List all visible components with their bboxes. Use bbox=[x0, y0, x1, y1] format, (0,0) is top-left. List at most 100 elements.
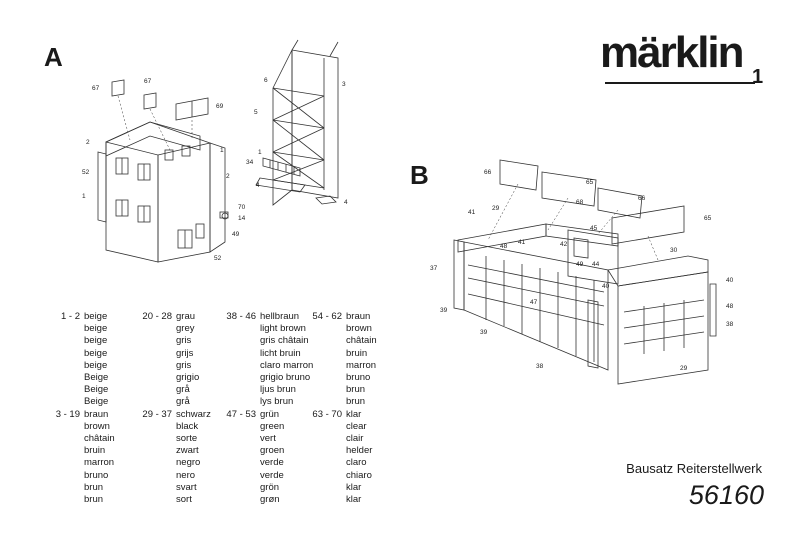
callout-b: 66 bbox=[484, 169, 492, 176]
color-word: green bbox=[260, 420, 285, 432]
section-label-b: B bbox=[410, 160, 429, 190]
color-word: grey bbox=[176, 323, 195, 335]
color-word: Beige bbox=[84, 396, 109, 408]
callout-b: 68 bbox=[576, 199, 584, 206]
color-word: gris châtain bbox=[260, 335, 309, 347]
color-word: brun bbox=[346, 396, 366, 408]
color-word: nero bbox=[176, 469, 196, 481]
color-group: 3 - 19 braun brown châtain bruin marron … bbox=[40, 408, 115, 505]
color-word: sorte bbox=[176, 433, 198, 444]
callout-b: 65 bbox=[586, 179, 594, 186]
color-word: black bbox=[176, 420, 199, 432]
color-word: lys brun bbox=[260, 396, 294, 408]
callout-b: 30 bbox=[670, 247, 678, 254]
color-word: grün bbox=[260, 408, 280, 420]
color-word: beige bbox=[84, 359, 108, 371]
color-word: grau bbox=[176, 311, 196, 322]
color-word: helder bbox=[346, 445, 373, 457]
color-word: light brown bbox=[260, 323, 306, 335]
color-word: marron bbox=[84, 457, 115, 469]
color-word: brun bbox=[84, 494, 104, 506]
callout-a: 6 bbox=[264, 77, 268, 84]
color-group: 38 - 46 hellbraun light brown gris châta… bbox=[214, 311, 313, 407]
callout-a: 2 bbox=[226, 173, 230, 180]
color-word: bruin bbox=[346, 347, 368, 359]
callout-a: 3 bbox=[342, 81, 346, 88]
callout-a: 67 bbox=[92, 85, 100, 92]
callout-a: 67 bbox=[144, 78, 152, 85]
color-word: beige bbox=[84, 335, 108, 347]
color-word: beige bbox=[84, 347, 108, 359]
brand-number: 1 bbox=[752, 66, 764, 88]
callout-a: 1 bbox=[82, 193, 86, 200]
color-word: vert bbox=[260, 433, 276, 444]
callout-b: 47 bbox=[530, 299, 538, 306]
color-word: negro bbox=[176, 457, 201, 469]
callout-labels-b: 66 65 66 65 41 29 68 45 42 48 41 44 49 3… bbox=[430, 169, 734, 372]
color-group: 54 - 62 braun brown châtain bruin marron… bbox=[300, 311, 376, 407]
color-word: chiaro bbox=[346, 469, 372, 481]
color-word: klar bbox=[346, 408, 362, 420]
color-range: 38 - 46 bbox=[226, 311, 256, 322]
color-word: hellbraun bbox=[260, 311, 300, 322]
callout-a: 49 bbox=[232, 231, 240, 238]
callout-a: 4 bbox=[256, 182, 260, 189]
callout-b: 48 bbox=[500, 243, 508, 250]
callout-b: 38 bbox=[726, 321, 734, 328]
color-word: clair bbox=[346, 433, 364, 444]
color-group: 1 - 2 beige beige beige beige beige Beig… bbox=[40, 311, 108, 407]
color-word: ljus brun bbox=[260, 384, 296, 396]
callout-b: 29 bbox=[492, 205, 500, 212]
callout-b: 49 bbox=[576, 261, 584, 268]
color-word: claro marron bbox=[260, 359, 314, 371]
color-word: schwarz bbox=[176, 408, 211, 420]
article-number: 56160 bbox=[688, 480, 764, 510]
color-range: 3 - 19 bbox=[55, 408, 80, 420]
color-word: brun bbox=[84, 481, 104, 493]
color-word: beige bbox=[84, 311, 108, 322]
callout-b: 65 bbox=[704, 215, 712, 222]
color-word: braun bbox=[346, 311, 371, 322]
color-word: clear bbox=[346, 420, 367, 432]
color-word: bruno bbox=[84, 469, 109, 481]
assembly-drawing-a: 67 67 69 6 3 5 2 1 52 1 2 34 1 4 4 70 14… bbox=[82, 39, 348, 263]
color-group: 20 - 28 grau grey gris grijs gris grigio… bbox=[128, 311, 199, 407]
callout-b: 40 bbox=[726, 277, 734, 284]
section-label-a: A bbox=[44, 42, 63, 72]
color-word: Beige bbox=[84, 384, 109, 396]
callout-b: 41 bbox=[468, 209, 476, 216]
color-word: bruno bbox=[346, 372, 371, 384]
color-word: zwart bbox=[176, 445, 199, 457]
callout-a: 52 bbox=[214, 255, 222, 262]
color-range: 29 - 37 bbox=[142, 408, 172, 420]
color-word: brown bbox=[84, 420, 110, 432]
logo-underline bbox=[605, 82, 755, 84]
callout-a: 70 bbox=[238, 204, 246, 211]
color-word: sort bbox=[176, 494, 192, 506]
color-word: braun bbox=[84, 408, 109, 420]
callout-b: 41 bbox=[518, 239, 526, 246]
color-word: svart bbox=[176, 481, 197, 493]
callout-a: 52 bbox=[82, 169, 90, 176]
color-word: grijs bbox=[176, 347, 194, 359]
color-word: klar bbox=[346, 494, 362, 506]
callout-a: 5 bbox=[254, 109, 258, 116]
color-word: grå bbox=[176, 384, 190, 396]
callout-b: 48 bbox=[726, 303, 734, 310]
color-word: châtain bbox=[84, 433, 115, 444]
color-word: beige bbox=[84, 323, 108, 335]
color-word: brun bbox=[346, 384, 366, 396]
color-word: licht bruin bbox=[260, 347, 301, 359]
callout-a: 14 bbox=[238, 215, 246, 222]
callout-a: 34 bbox=[246, 159, 254, 166]
color-range: 47 - 53 bbox=[226, 408, 256, 420]
color-word: Beige bbox=[84, 372, 109, 384]
color-group: 47 - 53 grün green vert groen verde verd… bbox=[214, 408, 284, 505]
color-word: châtain bbox=[346, 335, 377, 347]
color-range: 1 - 2 bbox=[60, 311, 80, 322]
color-group: 29 - 37 schwarz black sorte zwart negro … bbox=[128, 408, 210, 505]
kit-title: Bausatz Reiterstellwerk bbox=[626, 461, 762, 476]
assembly-drawing-b: 66 65 66 65 41 29 68 45 42 48 41 44 49 3… bbox=[430, 159, 734, 385]
callout-a: 4 bbox=[344, 199, 348, 206]
color-word: brown bbox=[346, 323, 372, 335]
